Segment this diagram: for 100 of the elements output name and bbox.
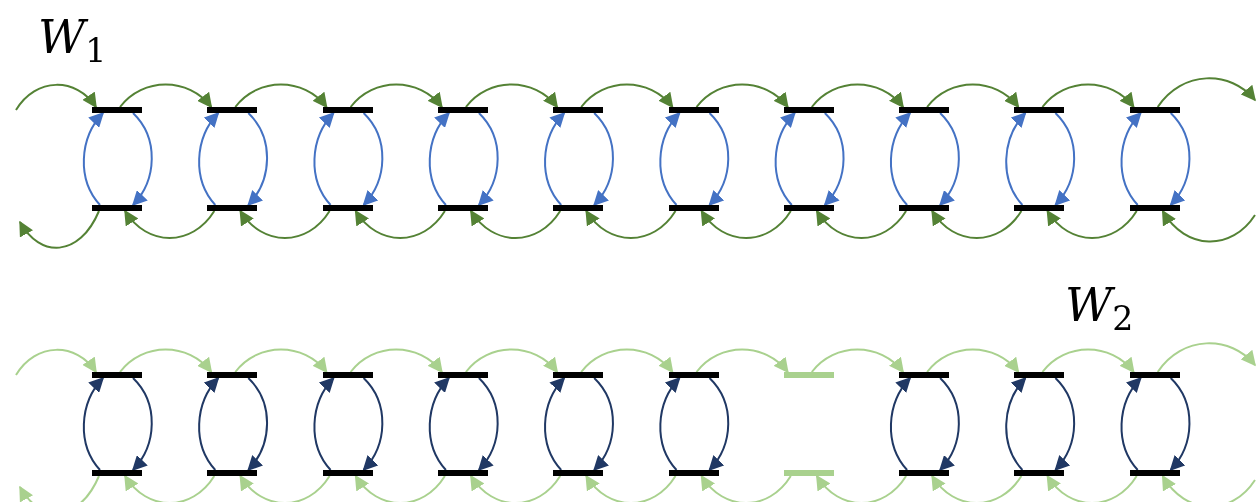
energy-level-bar xyxy=(437,470,488,476)
arrow xyxy=(247,377,269,472)
arrow xyxy=(1161,209,1256,243)
energy-level-bar xyxy=(1014,372,1065,378)
arrow xyxy=(349,83,443,109)
arrow xyxy=(810,83,905,109)
arrow xyxy=(362,377,384,472)
energy-level-bar xyxy=(668,470,719,476)
arrow xyxy=(1156,77,1257,108)
energy-level-bar xyxy=(207,205,258,211)
arrow xyxy=(580,83,674,109)
energy-level-bar xyxy=(899,372,950,378)
arrow xyxy=(700,474,792,502)
energy-level-bar xyxy=(783,470,834,476)
arrow xyxy=(464,83,559,109)
arrow xyxy=(428,376,450,471)
energy-level-bar xyxy=(668,107,719,113)
energy-level-bar xyxy=(783,372,834,378)
arrow xyxy=(469,474,562,502)
arrow xyxy=(1041,83,1135,109)
arrow xyxy=(1120,111,1142,206)
arrow xyxy=(349,348,443,374)
arrow xyxy=(708,377,730,472)
weight-symbol: W$_{1}$ xyxy=(38,14,107,68)
arrow xyxy=(239,209,331,239)
arrow xyxy=(659,376,681,471)
weight-symbol: W$_{2}$ xyxy=(1065,282,1134,336)
arrow xyxy=(926,348,1020,374)
energy-level-bar xyxy=(207,470,258,476)
arrow xyxy=(477,112,499,207)
arrow xyxy=(695,83,789,109)
arrow xyxy=(124,209,216,239)
arrow xyxy=(132,377,153,472)
energy-level-bar xyxy=(207,107,258,113)
energy-level-bar xyxy=(1129,205,1180,211)
energy-level-bar xyxy=(553,205,604,211)
energy-level-bar xyxy=(92,205,142,211)
arrow xyxy=(695,348,789,374)
arrow xyxy=(708,112,730,207)
arrow xyxy=(362,112,384,207)
arrow xyxy=(82,376,104,471)
arrow xyxy=(774,111,796,206)
arrow xyxy=(132,112,153,207)
arrow xyxy=(815,474,908,502)
arrow xyxy=(469,209,562,239)
arrow xyxy=(1005,376,1027,471)
arrow xyxy=(1005,111,1027,206)
arrow xyxy=(313,111,335,206)
arrow xyxy=(247,112,269,207)
arrow xyxy=(1169,377,1191,472)
arrow xyxy=(119,83,213,109)
arrow xyxy=(1046,209,1138,239)
arrow xyxy=(585,474,677,502)
arrow xyxy=(1156,342,1257,373)
arrow xyxy=(198,111,220,206)
energy-level-bar xyxy=(1014,470,1065,476)
energy-level-bar xyxy=(1014,205,1065,211)
energy-level-bar xyxy=(92,470,142,476)
arrow xyxy=(234,348,328,374)
arrow xyxy=(15,83,97,111)
arrow xyxy=(464,348,559,374)
arrow xyxy=(313,376,335,471)
arrow xyxy=(1046,474,1138,502)
arrow xyxy=(544,111,566,206)
arrow xyxy=(15,348,97,376)
arrow xyxy=(585,209,677,239)
arrow xyxy=(19,475,100,502)
energy-level-bar xyxy=(553,107,604,113)
energy-level-bar xyxy=(437,107,488,113)
arrow xyxy=(1169,112,1191,207)
arrow xyxy=(198,376,220,471)
energy-level-bar xyxy=(322,107,373,113)
arrow xyxy=(477,377,499,472)
arrow xyxy=(239,474,331,502)
energy-level-bar xyxy=(1129,107,1180,113)
energy-level-bar xyxy=(1014,107,1065,113)
energy-level-bar xyxy=(1129,470,1180,476)
arrow xyxy=(119,348,213,374)
energy-level-bar xyxy=(553,470,604,476)
arrow xyxy=(1161,474,1256,502)
energy-level-bar xyxy=(553,372,604,378)
energy-level-bar xyxy=(899,470,950,476)
arrow xyxy=(659,111,681,206)
arrow xyxy=(815,209,908,239)
arrow xyxy=(810,348,905,374)
arrow xyxy=(354,209,446,239)
energy-level-bar xyxy=(1129,372,1180,378)
energy-level-bar xyxy=(437,372,488,378)
arrow xyxy=(1120,376,1142,471)
arrow xyxy=(931,474,1023,502)
arrow xyxy=(926,83,1020,109)
energy-level-bar xyxy=(783,205,834,211)
arrow xyxy=(544,376,566,471)
energy-level-bar xyxy=(899,107,950,113)
arrow xyxy=(82,111,104,206)
arrow xyxy=(593,112,614,207)
energy-level-bar xyxy=(322,372,373,378)
arrow xyxy=(354,474,446,502)
energy-level-bar xyxy=(92,107,142,113)
arrow xyxy=(580,348,674,374)
